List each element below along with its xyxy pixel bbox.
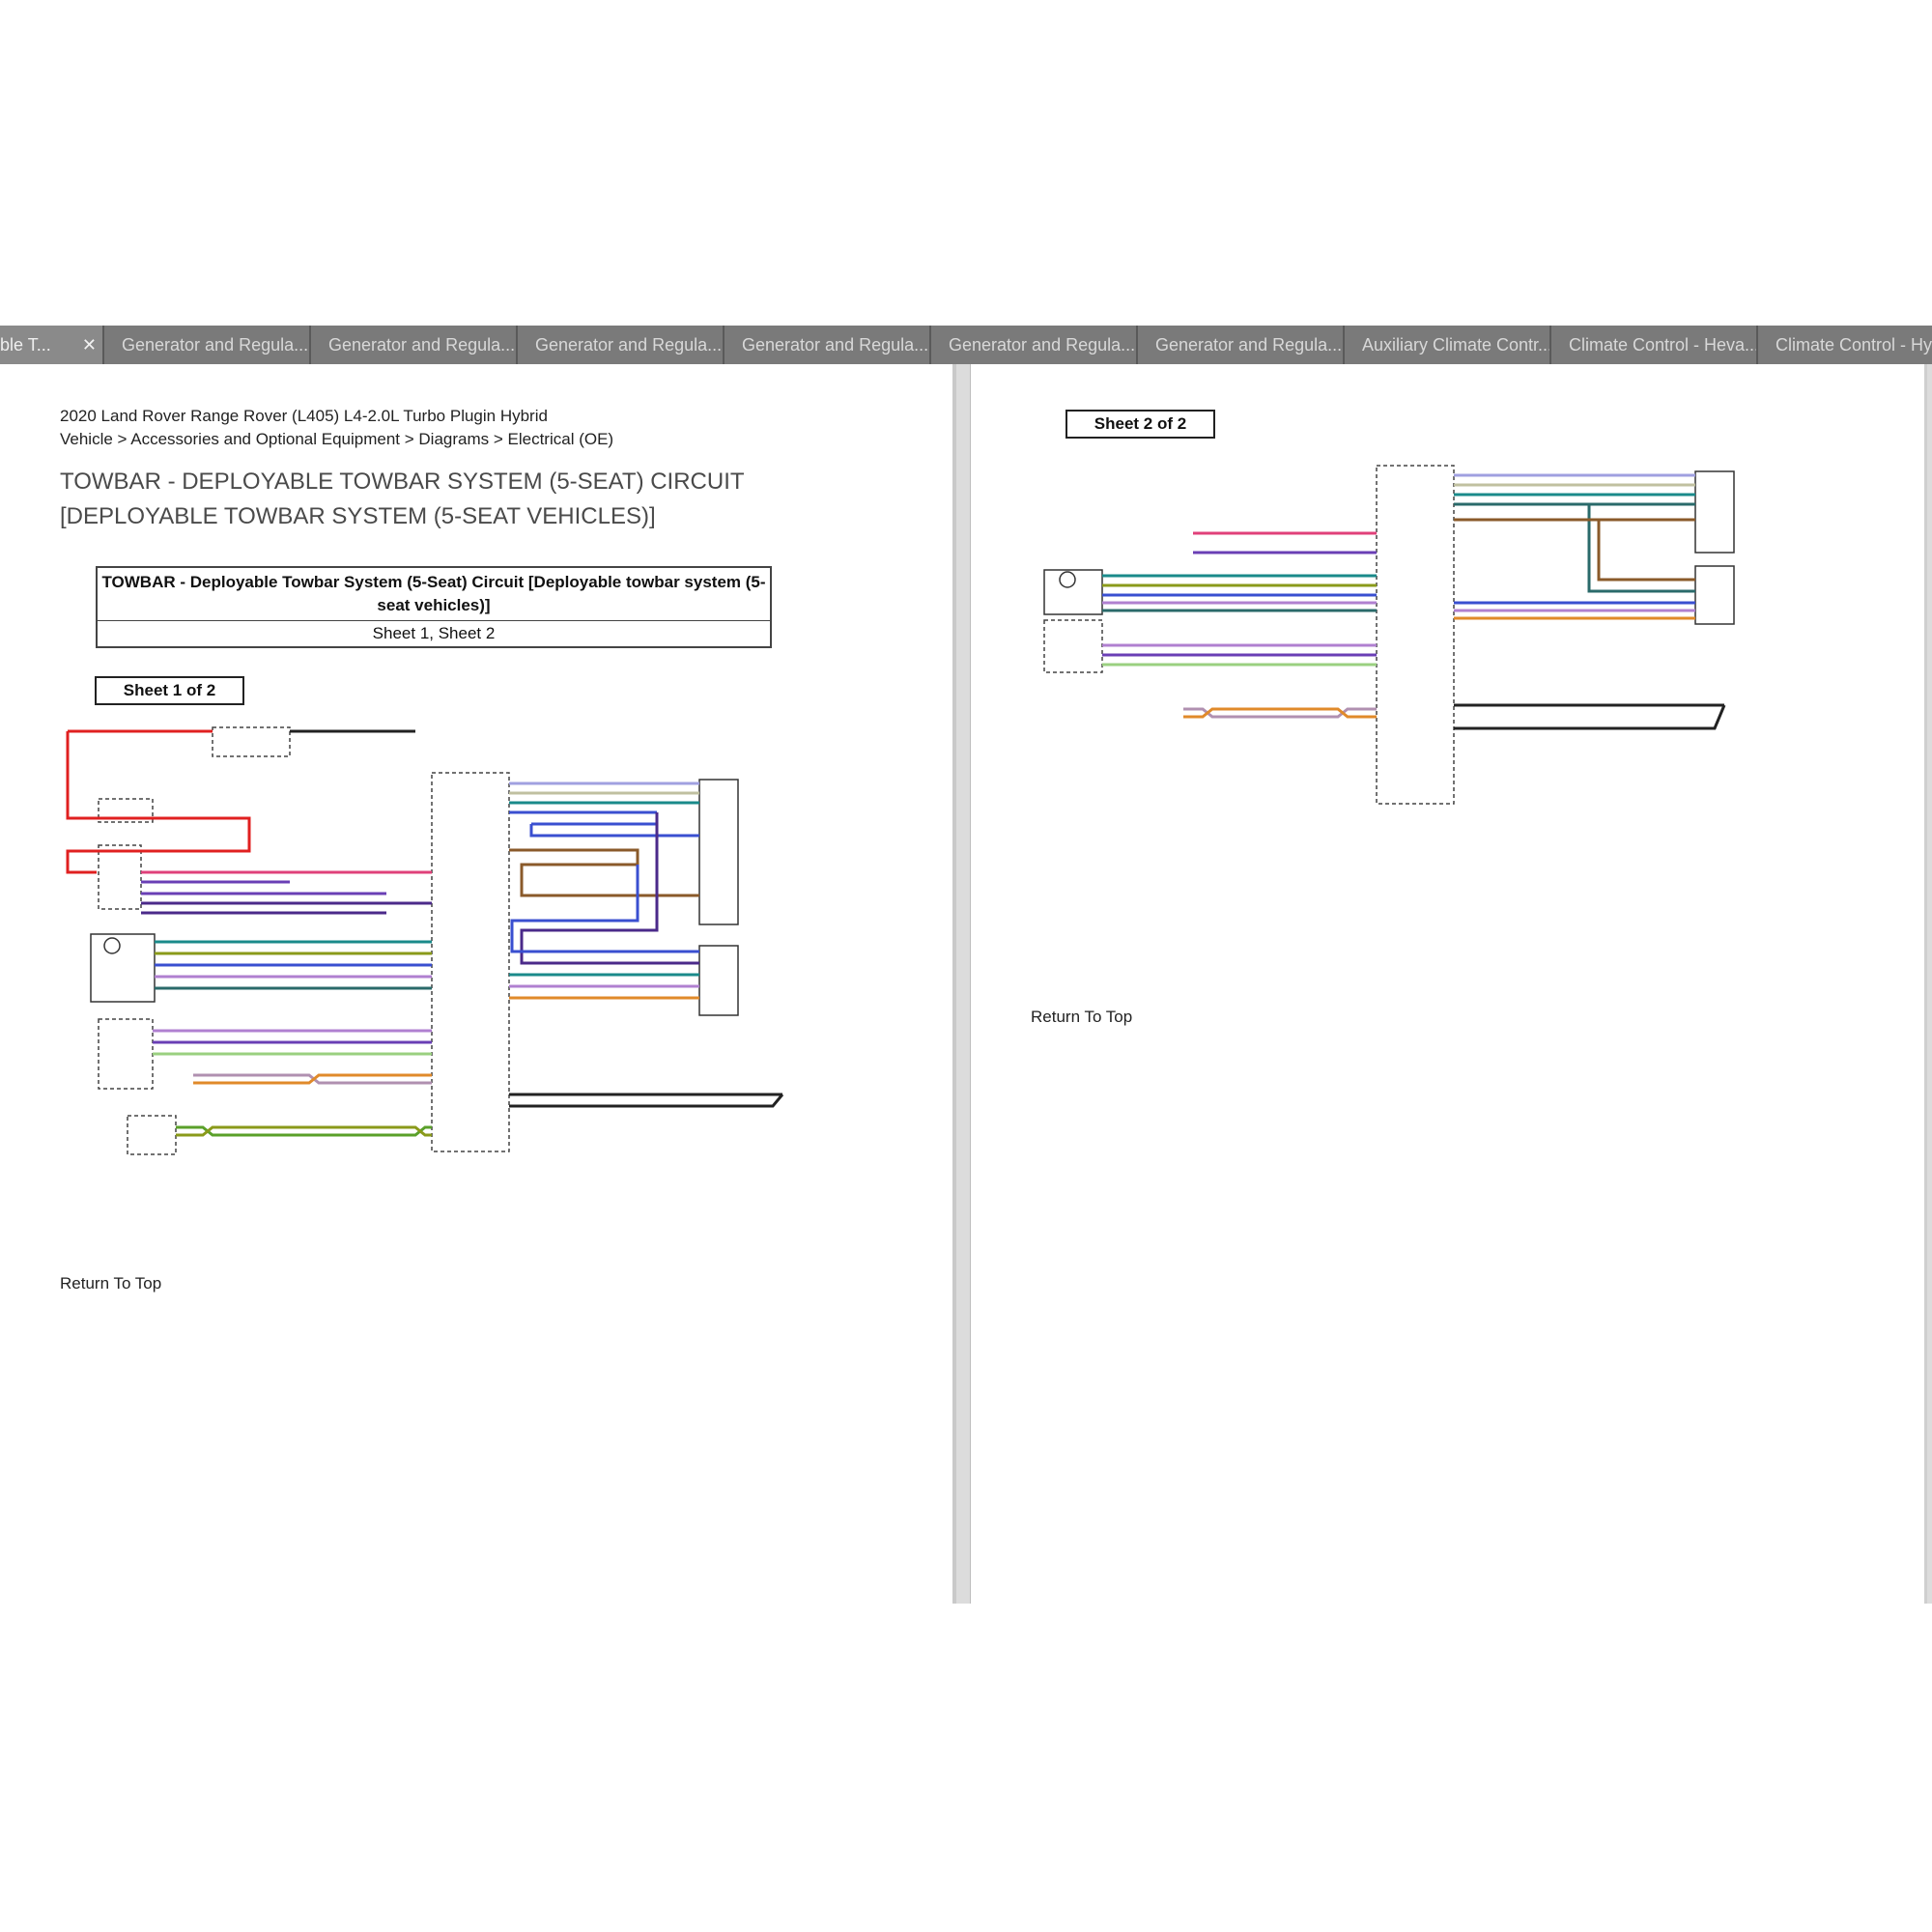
page-sheet-1: 2020 Land Rover Range Rover (L405) L4-2.…: [0, 364, 956, 1604]
module-central-towbar: [431, 772, 510, 1152]
wire-brown-loop: [509, 848, 699, 897]
wire-blue-loop: [529, 812, 699, 838]
module-central-towbar-2: [1376, 465, 1455, 805]
wire-black-ground: [509, 1093, 784, 1108]
battery-starter-box: [212, 726, 291, 757]
tab-label: Generator and Regula...: [1155, 335, 1343, 355]
wire-green-speaker-1: [176, 1125, 432, 1137]
tab-towbar-active[interactable]: ble T... ✕: [0, 326, 104, 364]
motor-symbol-2: [1059, 571, 1076, 588]
tab-label: ble T...: [0, 335, 51, 355]
return-to-top-link-2[interactable]: Return To Top: [1031, 1008, 1133, 1026]
wire-orange-pair: [193, 1073, 432, 1085]
tab-generator-3[interactable]: Generator and Regula...: [518, 326, 724, 364]
breadcrumb: Vehicle > Accessories and Optional Equip…: [60, 430, 614, 448]
tab-label: Generator and Regula...: [328, 335, 516, 355]
motor-boxes-2: [1043, 470, 1735, 625]
component-boxes-2: [1043, 465, 1455, 805]
return-to-top-link[interactable]: Return To Top: [60, 1274, 162, 1293]
sheet-1-label: Sheet 1 of 2: [95, 676, 244, 705]
document-tab-bar: ble T... ✕ Generator and Regula... Gener…: [0, 326, 1932, 364]
wires-sheet-2: [1102, 473, 1726, 730]
tab-climate-heva[interactable]: Climate Control - Heva...: [1551, 326, 1758, 364]
close-icon[interactable]: ✕: [81, 335, 97, 355]
wire-red-battery: [66, 729, 251, 874]
motor-symbol: [103, 937, 121, 954]
wire-pair-b2: [1183, 707, 1377, 719]
motor-side-step-right-2: [1694, 565, 1735, 625]
tab-label: Auxiliary Climate Contr...: [1362, 335, 1551, 355]
tab-label: Generator and Regula...: [742, 335, 929, 355]
table-sheets-cell: Sheet 1, Sheet 2: [96, 620, 772, 648]
tab-generator-5[interactable]: Generator and Regula...: [931, 326, 1138, 364]
tab-label: Climate Control - Heva...: [1569, 335, 1758, 355]
tab-generator-4[interactable]: Generator and Regula...: [724, 326, 931, 364]
wire-pair-a2: [1183, 707, 1377, 719]
motor-deployable-towbar: [90, 933, 156, 1003]
switch-rear-access-box-2: [1043, 619, 1103, 673]
tab-label: Generator and Regula...: [122, 335, 309, 355]
wiring-diagram-sheet-1: [66, 726, 784, 1155]
switch-rear-access-box: [98, 1018, 154, 1090]
motor-deployable-towbar-2: [1043, 569, 1103, 615]
wire-blue2-loop: [510, 865, 699, 953]
document-viewer: 2020 Land Rover Range Rover (L405) L4-2.…: [0, 364, 1932, 1604]
circuit-info-table: TOWBAR - Deployable Towbar System (5-Sea…: [96, 566, 772, 648]
speaker-box: [127, 1115, 177, 1155]
wire-black-ground-2: [1454, 703, 1726, 730]
wire-brown-loop-2: [1454, 518, 1695, 582]
tab-generator-6[interactable]: Generator and Regula...: [1138, 326, 1345, 364]
wire-dteal-loop-2: [1454, 502, 1695, 593]
tab-climate-hybrid[interactable]: Climate Control - Hyb: [1758, 326, 1932, 364]
vehicle-line: 2020 Land Rover Range Rover (L405) L4-2.…: [60, 407, 548, 425]
junction-box-battery: [98, 798, 154, 823]
wiring-diagram-sheet-2: [1043, 465, 1735, 805]
tab-generator-1[interactable]: Generator and Regula...: [104, 326, 311, 364]
tab-label: Generator and Regula...: [949, 335, 1136, 355]
table-header-cell: TOWBAR - Deployable Towbar System (5-Sea…: [96, 566, 772, 621]
tab-auxiliary-climate[interactable]: Auxiliary Climate Contr...: [1345, 326, 1551, 364]
page-gap: [956, 364, 970, 1604]
wires-sheet-1: [66, 729, 784, 1137]
sheet-2-label: Sheet 2 of 2: [1065, 410, 1215, 439]
motor-side-step-left: [698, 779, 739, 925]
tab-generator-2[interactable]: Generator and Regula...: [311, 326, 518, 364]
motor-boxes: [90, 779, 739, 1016]
tab-label: Generator and Regula...: [535, 335, 723, 355]
tab-label: Climate Control - Hyb: [1776, 335, 1932, 355]
wire-olive-speaker-2: [176, 1125, 432, 1137]
motor-side-step-left-2: [1694, 470, 1735, 554]
wire-purple-loop: [520, 812, 699, 965]
motor-side-step-right: [698, 945, 739, 1016]
page-sheet-2: Sheet 2 of 2: [970, 364, 1927, 1604]
junction-box-rear: [98, 844, 142, 910]
page-title: TOWBAR - DEPLOYABLE TOWBAR SYSTEM (5-SEA…: [60, 469, 745, 529]
